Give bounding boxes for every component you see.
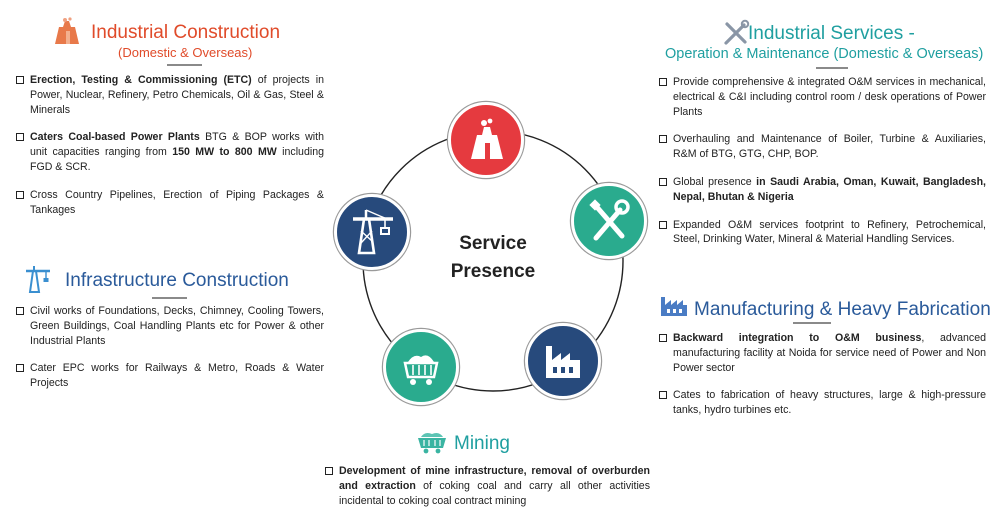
bullet-item: Backward integration to O&M business, ad… xyxy=(659,331,986,375)
bullet-item: Caters Coal-based Power Plants BTG & BOP… xyxy=(16,130,324,174)
mining-bullets: Development of mine infrastructure, remo… xyxy=(325,464,650,521)
bullet-text: Global presence xyxy=(673,175,757,188)
bullet-text: Cates to fabrication of heavy structures… xyxy=(673,389,986,417)
mine-cart-icon xyxy=(418,433,446,454)
bullet-text: Cross Country Pipelines, Erection of Pip… xyxy=(30,188,324,216)
bullet-item: Cater EPC works for Railways & Metro, Ro… xyxy=(16,361,324,391)
section-underline xyxy=(793,322,831,324)
bullet-item: Expanded O&M services footprint to Refin… xyxy=(659,218,986,248)
center-title: Service Presence xyxy=(433,233,553,283)
bullet-item: Erection, Testing & Commissioning (ETC) … xyxy=(16,73,324,117)
bullet-text: Civil works of Foundations, Decks, Chimn… xyxy=(30,305,324,347)
node-mining xyxy=(383,329,459,405)
bullet-bold-text: Caters Coal-based Power Plants xyxy=(30,131,200,144)
infrastructure-construction-title: Infrastructure Construction xyxy=(65,270,289,291)
bullet-item: Civil works of Foundations, Decks, Chimn… xyxy=(16,304,324,348)
bullet-text: of projects in Power, Nuclear, Refinery,… xyxy=(30,74,324,116)
section-underline xyxy=(816,67,848,69)
industrial-construction-section: Industrial Construction (Domestic & Over… xyxy=(0,0,340,230)
bullet-bold-text: in Saudi Arabia, Oman, Kuwait, Banglades… xyxy=(673,175,986,203)
bullet-text: Overhauling and Maintenance of Boiler, T… xyxy=(673,133,986,161)
manufacturing-title: Manufacturing & Heavy Fabrication xyxy=(694,299,991,320)
bullet-bold-text: Erection, Testing & Commissioning (ETC) xyxy=(30,74,252,86)
infrastructure-construction-bullets: Civil works of Foundations, Decks, Chimn… xyxy=(16,304,324,404)
factory-icon xyxy=(661,297,687,316)
bullet-item: Cates to fabrication of heavy structures… xyxy=(659,388,986,418)
infrastructure-construction-section: Infrastructure Construction Civil works … xyxy=(0,260,340,410)
bullet-bold-text: Development of mine infrastructure, remo… xyxy=(339,465,650,492)
bullet-text: including FGD & SCR. xyxy=(30,146,324,173)
industrial-services-subtitle: Operation & Maintenance (Domestic & Over… xyxy=(665,46,984,62)
crane-icon xyxy=(26,266,50,293)
manufacturing-section: Manufacturing & Heavy Fabrication Backwa… xyxy=(650,285,1005,435)
node-manufacturing xyxy=(525,323,601,399)
industrial-services-section: Industrial Services - Operation & Mainte… xyxy=(650,0,1005,270)
section-underline xyxy=(152,297,187,299)
bullet-text: of coking coal and carry all other activ… xyxy=(339,479,650,507)
bullet-text: BTG & BOP works with unit capacities ran… xyxy=(30,131,324,159)
power-plant-icon xyxy=(55,17,79,44)
bullet-item: Provide comprehensive & integrated O&M s… xyxy=(659,75,986,119)
node-industrial-construction xyxy=(448,102,524,178)
industrial-construction-title: Industrial Construction xyxy=(91,22,281,43)
power-plant-icon xyxy=(471,118,503,159)
node-infrastructure-construction xyxy=(334,194,410,270)
bullet-text: Provide comprehensive & integrated O&M s… xyxy=(673,76,986,118)
industrial-services-title: Industrial Services - xyxy=(748,23,915,44)
mine-cart-icon xyxy=(403,355,439,385)
node-industrial-services xyxy=(571,183,647,259)
crane-icon xyxy=(353,209,393,255)
mining-section: Mining Development of mine infrastructur… xyxy=(320,425,655,513)
center-title-line2: Presence xyxy=(450,261,536,282)
center-title-line1: Service xyxy=(459,233,527,254)
tools-icon xyxy=(589,199,630,241)
bullet-text: Cater EPC works for Railways & Metro, Ro… xyxy=(30,362,324,390)
bullet-item: Global presence in Saudi Arabia, Oman, K… xyxy=(659,175,986,205)
factory-icon xyxy=(546,346,580,378)
bullet-text: , advanced manufacturing facility at Noi… xyxy=(673,332,986,374)
bullet-item: Overhauling and Maintenance of Boiler, T… xyxy=(659,132,986,162)
bullet-bold-text: Backward integration to O&M business xyxy=(673,332,922,344)
tools-icon xyxy=(724,19,750,45)
manufacturing-bullets: Backward integration to O&M business, ad… xyxy=(659,331,986,431)
bullet-text: Expanded O&M services footprint to Refin… xyxy=(673,218,986,246)
bullet-bold-text: 150 MW to 800 MW xyxy=(172,146,277,159)
section-underline xyxy=(167,64,202,66)
industrial-construction-subtitle: (Domestic & Overseas) xyxy=(118,45,253,60)
industrial-construction-bullets: Erection, Testing & Commissioning (ETC) … xyxy=(16,73,324,230)
industrial-services-bullets: Provide comprehensive & integrated O&M s… xyxy=(659,75,986,260)
bullet-item: Cross Country Pipelines, Erection of Pip… xyxy=(16,188,324,218)
bullet-item: Development of mine infrastructure, remo… xyxy=(325,464,650,508)
mining-title: Mining xyxy=(454,433,510,454)
